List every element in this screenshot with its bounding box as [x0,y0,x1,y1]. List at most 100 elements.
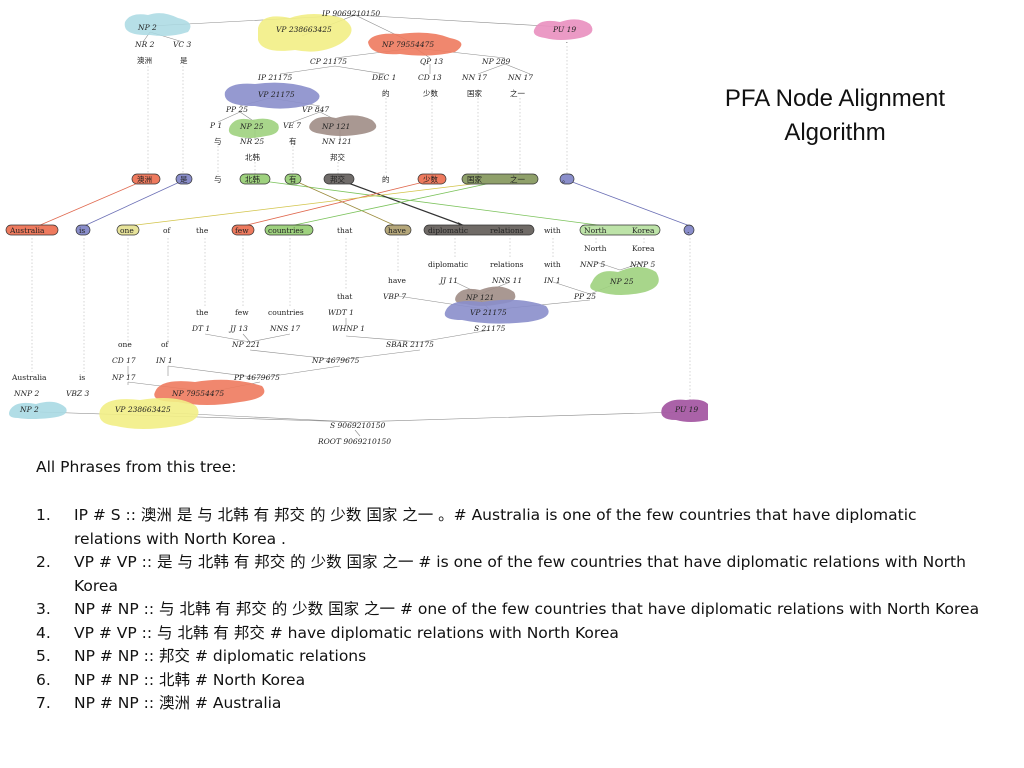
zh-word-zhiyi: 之一 [510,88,525,98]
en-word-diplomatic: diplomatic [428,260,468,269]
svg-text:VP 238663425: VP 238663425 [115,405,171,414]
en-node-in1a: IN 1 [543,276,561,285]
zh-pill-yu: 与 [214,175,222,184]
en-node-nnp2: NNP 2 [13,389,40,398]
zh-node-cp: CP 21175 [310,57,347,66]
en-node-wdt1: WDT 1 [328,308,354,317]
zh-node-cd13: CD 13 [418,73,442,82]
phrase-text: NP # NP :: 澳洲 # Australia [74,694,282,712]
zh-blob-vp238663425: VP 238663425 [258,14,352,52]
zh-node-nn121: NN 121 [321,137,352,146]
phrase-item: 2.VP # VP :: 是 与 北韩 有 邦交 的 少数 国家 之一 # is… [36,551,986,598]
en-pill-the: the [196,226,209,235]
phrase-text: VP # VP :: 是 与 北韩 有 邦交 的 少数 国家 之一 # is o… [74,553,966,595]
zh-blob-np25: NP 25 [228,118,279,138]
svg-text:之一: 之一 [510,174,525,184]
svg-text:.: . [687,226,689,235]
svg-text:NP 79554475: NP 79554475 [381,40,434,49]
en-node-jj13: JJ 13 [228,324,248,333]
phrase-item: 1.IP # S :: 澳洲 是 与 北韩 有 邦交 的 少数 国家 之一 。#… [36,504,986,551]
phrase-number: 6. [36,670,51,689]
zh-word-de: 的 [382,88,390,98]
svg-text:Korea: Korea [632,226,655,235]
zh-node-vc3: VC 3 [173,40,192,49]
zh-word-shaoshu: 少数 [423,88,438,98]
svg-text:PU 19: PU 19 [674,405,698,414]
svg-text:PU 19: PU 19 [552,25,576,34]
zh-blob-vp21175: VP 21175 [224,82,320,109]
zh-pill-de: 的 [382,174,390,184]
zh-word-shi: 是 [180,56,188,65]
en-pill-have: have [384,224,412,236]
svg-text:北韩: 北韩 [245,174,260,184]
zh-word-guojia: 国家 [467,88,482,98]
zh-pill-aozhou: 澳洲 [131,173,161,185]
svg-text:NP 79554475: NP 79554475 [171,389,224,398]
zh-word-bangjiao: 邦交 [330,152,345,162]
en-node-np17: NP 17 [111,373,136,382]
phrase-number: 7. [36,694,51,712]
en-pill-row: Australia is one of the few countries th… [5,224,695,236]
zh-pill-guojia-zhiyi: 国家之一 [461,173,539,185]
en-node-vbz3: VBZ 3 [66,389,90,398]
en-blob-np25: NP 25 [590,267,659,295]
en-blob-pu19: PU 19 [661,399,708,422]
zh-node-nr25: NR 25 [239,137,264,146]
svg-text:few: few [235,226,249,235]
phrase-item: 6. NP # NP :: 北韩 # North Korea [36,669,986,693]
zh-word-aozhou: 澳洲 [137,55,152,65]
zh-blob-np79554475: NP 79554475 [368,32,462,56]
zh-pill-dot: 。 [559,173,575,185]
en-tree: NP 25 NP 121 VP 21175 NP 79554475 NP 2 V… [9,238,708,446]
en-node-root: ROOT 9069210150 [317,437,391,446]
en-word-north: North [584,244,607,253]
zh-tree: NP 2 VP 238663425 NP 79554475 PU 19 VP 2… [124,9,593,175]
phrase-item: 3.NP # NP :: 与 北韩 有 邦交 的 少数 国家 之一 # one … [36,598,986,622]
svg-text:North: North [584,226,607,235]
svg-text:NP 25: NP 25 [239,122,264,131]
en-blob-vp21175: VP 21175 [444,299,549,324]
zh-node-pp25: PP 25 [225,105,248,114]
en-node-pp25: PP 25 [573,292,596,301]
en-node-s21175: S 21175 [474,324,506,333]
phrase-item: 5.NP # NP :: 邦交 # diplomatic relations [36,645,986,669]
alignment-diagram: .lbl { font-family:"DejaVu Serif", serif… [5,9,708,446]
en-blob-np2: NP 2 [9,401,67,419]
zh-node-ip21175: IP 21175 [257,73,292,82]
en-node-in1b: IN 1 [155,356,173,365]
en-node-jj11: JJ 11 [438,276,458,285]
en-pill-dot: . [683,224,695,236]
en-word-of: of [161,340,170,349]
en-node-vbp7: VBP 7 [383,292,406,301]
en-pill-of: of [163,226,172,235]
en-blob-vp238663425: VP 238663425 [99,398,199,429]
en-node-dt1: DT 1 [191,324,210,333]
en-word-have: have [388,276,407,285]
zh-node-vp847: VP 847 [302,105,329,114]
en-pill-few: few [231,224,255,236]
phrases-heading: All Phrases from this tree: [36,458,237,476]
en-pill-is: is [75,224,91,236]
svg-text:。: 。 [562,175,570,184]
svg-text:Australia: Australia [9,226,45,235]
zh-blob-np121: NP 121 [309,115,377,136]
svg-text:countries: countries [268,226,304,235]
phrase-text: NP # NP :: 北韩 # North Korea [74,670,306,689]
zh-blob-np2: NP 2 [124,13,191,36]
svg-text:邦交: 邦交 [330,174,345,184]
phrase-number: 1. [36,506,51,524]
zh-pill-shaoshu: 少数 [417,173,447,185]
en-node-np4679675: NP 4679675 [311,356,360,365]
en-word-few: few [235,308,249,317]
phrase-list: 1.IP # S :: 澳洲 是 与 北韩 有 邦交 的 少数 国家 之一 。#… [36,504,986,716]
zh-node-dec1: DEC 1 [371,73,396,82]
phrase-number: 3. [36,600,51,618]
phrase-text: VP # VP :: 与 北韩 有 邦交 # have diplomatic r… [74,623,619,642]
en-word-that: that [337,292,352,301]
zh-pill-beihan: 北韩 [239,173,271,185]
slide-title: PFA Node Alignment Algorithm [724,85,946,146]
svg-text:VP 21175: VP 21175 [258,90,295,99]
zh-blob-pu19: PU 19 [533,19,593,40]
svg-text:have: have [388,226,407,235]
